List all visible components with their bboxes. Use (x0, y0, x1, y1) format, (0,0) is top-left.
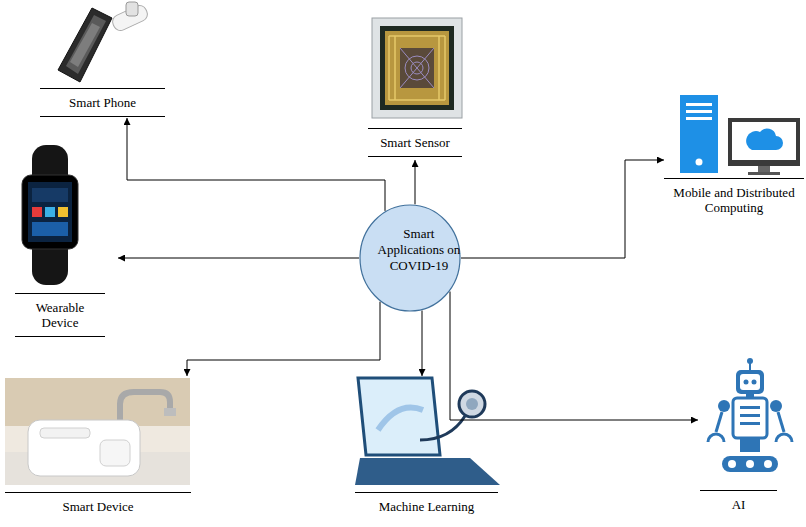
arrow-connector (450, 292, 698, 421)
center-label: Smart Applications on COVID-19 (377, 226, 461, 274)
robot-picture (708, 358, 792, 472)
arrow-connector (118, 258, 359, 259)
item-block: AI (698, 366, 805, 524)
laptop-stethoscope-picture (355, 378, 500, 485)
computer-picture (680, 95, 800, 175)
item-block: Machine Learning (352, 376, 500, 526)
item-block: Smart Device (5, 376, 191, 526)
arrow-connector (422, 311, 423, 377)
item-caption: Wearable Device (15, 293, 105, 337)
item-caption: Smart Phone (40, 88, 165, 117)
home-device-picture (5, 378, 190, 485)
item-block: Smart Sensor (368, 15, 462, 160)
item-caption: Smart Sensor (368, 128, 462, 157)
smartphone-picture (58, 2, 150, 82)
arrow-connector (127, 118, 385, 211)
item-caption: Mobile and Distributed Computing (664, 178, 804, 221)
item-block: Smart Phone (40, 3, 165, 118)
item-caption: AI (700, 490, 777, 518)
sensor-chip-picture (372, 18, 462, 118)
central-ellipse: Smart Applications on COVID-19 (359, 204, 461, 312)
arrow-connector (461, 160, 664, 258)
item-caption: Machine Learning (355, 492, 498, 520)
item-block: Wearable Device (12, 143, 118, 337)
item-block: Mobile and Distributed Computing (664, 92, 804, 221)
arrow-connector (415, 160, 416, 204)
arrow-connector (187, 302, 380, 376)
item-caption: Smart Device (5, 492, 191, 520)
smartwatch-picture (22, 145, 78, 285)
